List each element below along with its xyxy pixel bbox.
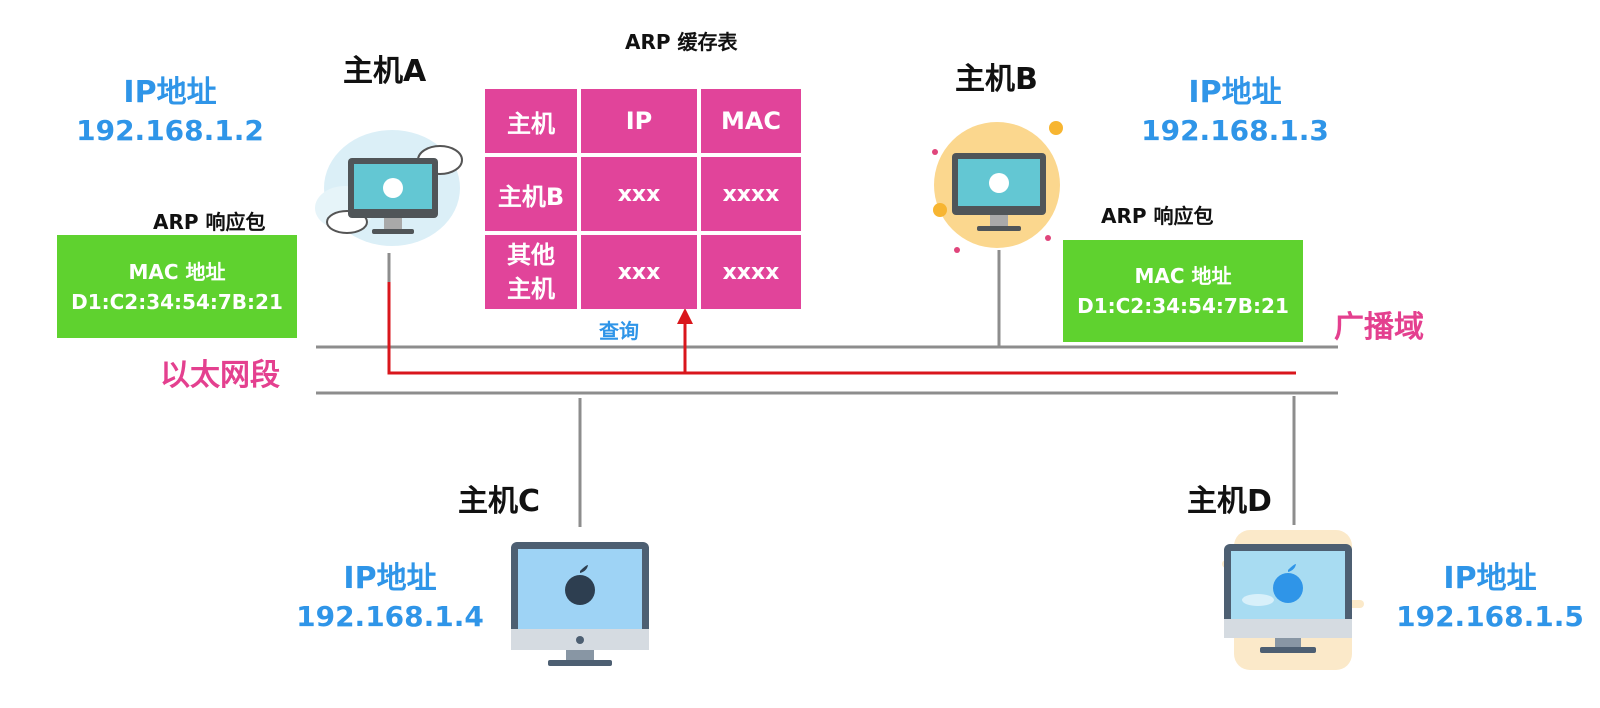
left-response-mac: D1:C2:34:54:7B:21: [71, 289, 283, 314]
host-a-ip-block: IP地址 192.168.1.2: [70, 74, 270, 150]
arp-cache-table: 主机 IP MAC 主机B xxx xxxx 其他 主机 xxx xxxx: [485, 89, 801, 309]
left-response-line1: MAC 地址: [128, 259, 226, 284]
arp-header-host: 主机: [485, 89, 577, 153]
arp-row2-mac: xxxx: [701, 235, 801, 309]
arp-row1-host: 主机B: [485, 157, 577, 231]
host-b-name: 主机B: [955, 62, 1038, 97]
right-response-line1: MAC 地址: [1134, 264, 1232, 288]
host-d-ip: 192.168.1.5: [1396, 600, 1584, 633]
right-response-packet: MAC 地址 D1:C2:34:54:7B:21: [1063, 240, 1303, 342]
host-d-ip-label: IP地址: [1443, 561, 1537, 596]
segment-label: 以太网段: [160, 358, 280, 393]
host-b-ip: 192.168.1.3: [1141, 114, 1329, 147]
left-response-title: ARP 响应包: [153, 210, 266, 234]
host-c-ip: 192.168.1.4: [296, 600, 484, 633]
host-c-name: 主机C: [458, 484, 541, 519]
arp-row2-ip: xxx: [581, 235, 697, 309]
host-d-ip-block: IP地址 192.168.1.5: [1390, 560, 1590, 636]
host-a-ip-label: IP地址: [123, 75, 217, 110]
host-c-ip-block: IP地址 192.168.1.4: [290, 560, 490, 636]
right-response-title: ARP 响应包: [1101, 204, 1214, 228]
arp-row1-mac: xxxx: [701, 157, 801, 231]
host-b-ip-block: IP地址 192.168.1.3: [1135, 74, 1335, 150]
broadcast-line: [387, 282, 1296, 375]
broadcast-domain-label: 广播域: [1334, 310, 1424, 345]
arp-row1-ip: xxx: [581, 157, 697, 231]
host-a-name: 主机A: [343, 54, 427, 89]
arp-header-ip: IP: [581, 89, 697, 153]
query-label: 查询: [599, 319, 639, 343]
host-b-ip-label: IP地址: [1188, 75, 1282, 110]
arp-row2-host: 其他 主机: [485, 235, 577, 309]
host-a-ip: 192.168.1.2: [76, 114, 264, 147]
right-response-mac: D1:C2:34:54:7B:21: [1077, 294, 1289, 318]
host-d-name: 主机D: [1187, 484, 1272, 519]
left-response-packet: MAC 地址 D1:C2:34:54:7B:21: [57, 235, 297, 338]
arp-table-title: ARP 缓存表: [625, 30, 738, 54]
query-arrow-head: [677, 308, 693, 324]
host-c-ip-label: IP地址: [343, 561, 437, 596]
arp-header-mac: MAC: [701, 89, 801, 153]
